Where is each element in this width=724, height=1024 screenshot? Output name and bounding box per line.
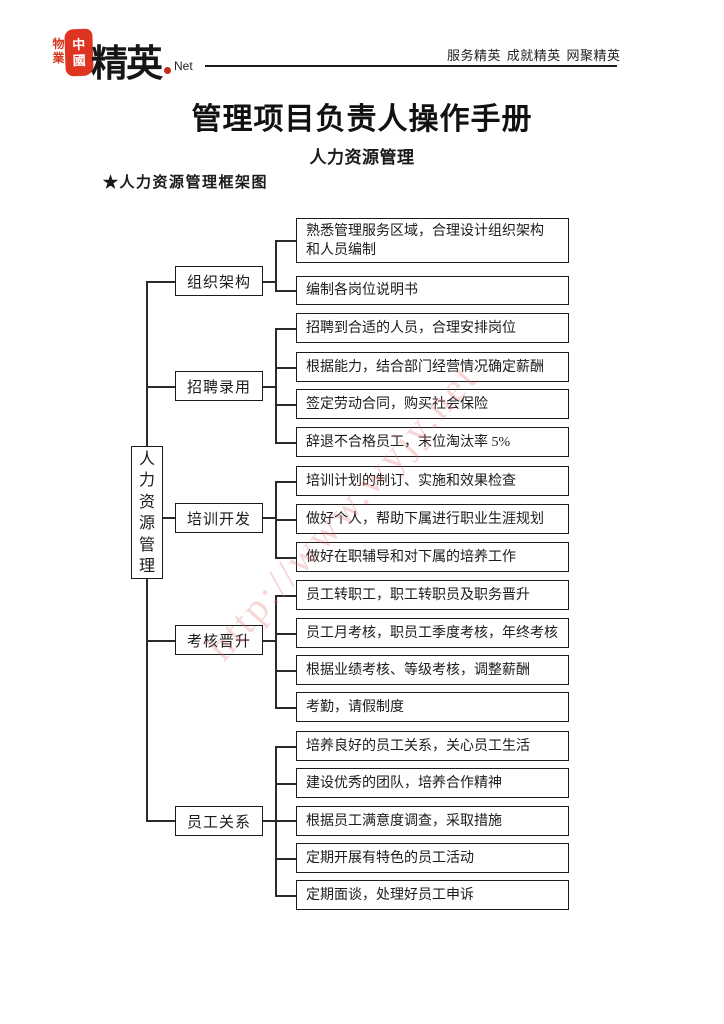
leaf-text: 根据员工满意度调查，采取措施 xyxy=(306,813,502,829)
connector-line xyxy=(275,328,277,442)
branch-node: 组织架构 xyxy=(175,266,263,296)
leaf-text: 熟悉管理服务区域，合理设计组织架构 xyxy=(306,223,544,239)
leaf-text: 建设优秀的团队，培养合作精神 xyxy=(306,775,502,791)
connector-line xyxy=(275,707,296,709)
branch-node: 考核晋升 xyxy=(175,625,263,655)
leaf-text: 根据业绩考核、等级考核，调整薪酬 xyxy=(306,662,530,678)
connector-line xyxy=(275,442,296,444)
leaf-node: 考勤，请假制度 xyxy=(296,692,569,722)
leaf-node: 建设优秀的团队，培养合作精神 xyxy=(296,768,569,798)
leaf-node: 编制各岗位说明书 xyxy=(296,276,569,305)
leaf-text: 辞退不合格员工，末位淘汰率 5% xyxy=(306,434,511,450)
connector-line xyxy=(146,640,175,642)
connector-line xyxy=(146,386,175,388)
leaf-text: 做好在职辅导和对下属的培养工作 xyxy=(306,549,516,565)
leaf-node: 员工月考核，职员工季度考核，年终考核 xyxy=(296,618,569,648)
connector-line xyxy=(263,517,275,519)
page-title: 管理项目负责人操作手册 xyxy=(191,103,533,136)
leaf-node: 培养良好的员工关系，关心员工生活 xyxy=(296,731,569,761)
leaf-node: 定期开展有特色的员工活动 xyxy=(296,843,569,873)
connector-line xyxy=(275,858,296,860)
connector-line xyxy=(275,404,296,406)
connector-line xyxy=(275,240,296,242)
leaf-text: 招聘到合适的人员，合理安排岗位 xyxy=(306,320,516,336)
seal-side-text: 物業 xyxy=(52,37,65,65)
header-slogan: 服务精英 成就精英 网聚精英 xyxy=(447,48,621,63)
connector-line xyxy=(146,281,148,446)
leaf-node: 培训计划的制订、实施和效果检查 xyxy=(296,466,569,496)
connector-line xyxy=(275,670,296,672)
connector-line xyxy=(263,386,275,388)
connector-line xyxy=(275,290,296,292)
branch-node: 员工关系 xyxy=(175,806,263,836)
seal-char: 國 xyxy=(72,52,87,68)
leaf-text: 考勤，请假制度 xyxy=(306,699,404,715)
leaf-node: 根据能力，结合部门经营情况确定薪酬 xyxy=(296,352,569,382)
connector-line xyxy=(163,517,175,519)
leaf-node: 根据员工满意度调查，采取措施 xyxy=(296,806,569,836)
connector-line xyxy=(275,595,277,707)
connector-line xyxy=(263,640,275,642)
connector-line xyxy=(275,328,296,330)
connector-line xyxy=(146,579,148,821)
connector-line xyxy=(263,820,275,822)
branch-node: 招聘录用 xyxy=(175,371,263,401)
seal-char: 中 xyxy=(71,36,86,52)
leaf-text: 和人员编制 xyxy=(306,242,376,258)
leaf-node: 熟悉管理服务区域，合理设计组织架构 和人员编制 xyxy=(296,218,569,263)
root-node: 人力资源管理 xyxy=(131,446,163,579)
leaf-text: 定期面谈，处理好员工申诉 xyxy=(306,887,474,903)
connector-line xyxy=(275,783,296,785)
leaf-text: 做好个人，帮助下属进行职业生涯规划 xyxy=(306,511,544,527)
connector-line xyxy=(263,281,275,283)
leaf-text: 定期开展有特色的员工活动 xyxy=(306,850,474,866)
header-rule xyxy=(205,65,617,67)
leaf-node: 员工转职工，职工转职员及职务晋升 xyxy=(296,580,569,610)
leaf-text: 员工转职工，职工转职员及职务晋升 xyxy=(306,587,530,603)
connector-line xyxy=(275,633,296,635)
connector-line xyxy=(275,557,296,559)
brand-dot-icon xyxy=(164,67,171,74)
leaf-node: 做好个人，帮助下属进行职业生涯规划 xyxy=(296,504,569,534)
leaf-node: 辞退不合格员工，末位淘汰率 5% xyxy=(296,427,569,457)
leaf-text: 培训计划的制订、实施和效果检查 xyxy=(306,473,516,489)
connector-line xyxy=(146,820,175,822)
leaf-node: 定期面谈，处理好员工申诉 xyxy=(296,880,569,910)
page-subtitle: 人力资源管理 xyxy=(309,148,415,167)
connector-line xyxy=(275,481,296,483)
leaf-node: 做好在职辅导和对下属的培养工作 xyxy=(296,542,569,572)
connector-line xyxy=(275,895,296,897)
connector-line xyxy=(275,367,296,369)
leaf-node: 签定劳动合同，购买社会保险 xyxy=(296,389,569,419)
leaf-text: 员工月考核，职员工季度考核，年终考核 xyxy=(306,625,558,641)
brand-suffix: Net xyxy=(174,59,193,73)
section-heading: ★人力资源管理框架图 xyxy=(103,175,269,191)
leaf-text: 培养良好的员工关系，关心员工生活 xyxy=(306,738,530,754)
branch-node: 培训开发 xyxy=(175,503,263,533)
connector-line xyxy=(275,519,296,521)
leaf-text: 根据能力，结合部门经营情况确定薪酬 xyxy=(306,359,544,375)
brand-logo-text: 精英 xyxy=(91,43,163,84)
connector-line xyxy=(275,595,296,597)
leaf-text: 签定劳动合同，购买社会保险 xyxy=(306,396,488,412)
leaf-node: 根据业绩考核、等级考核，调整薪酬 xyxy=(296,655,569,685)
connector-line xyxy=(275,746,296,748)
leaf-text: 编制各岗位说明书 xyxy=(306,283,418,298)
connector-line xyxy=(146,281,175,283)
connector-line xyxy=(275,820,296,822)
connector-line xyxy=(275,240,277,291)
brand-seal-icon: 中 國 xyxy=(64,28,94,77)
leaf-node: 招聘到合适的人员，合理安排岗位 xyxy=(296,313,569,343)
